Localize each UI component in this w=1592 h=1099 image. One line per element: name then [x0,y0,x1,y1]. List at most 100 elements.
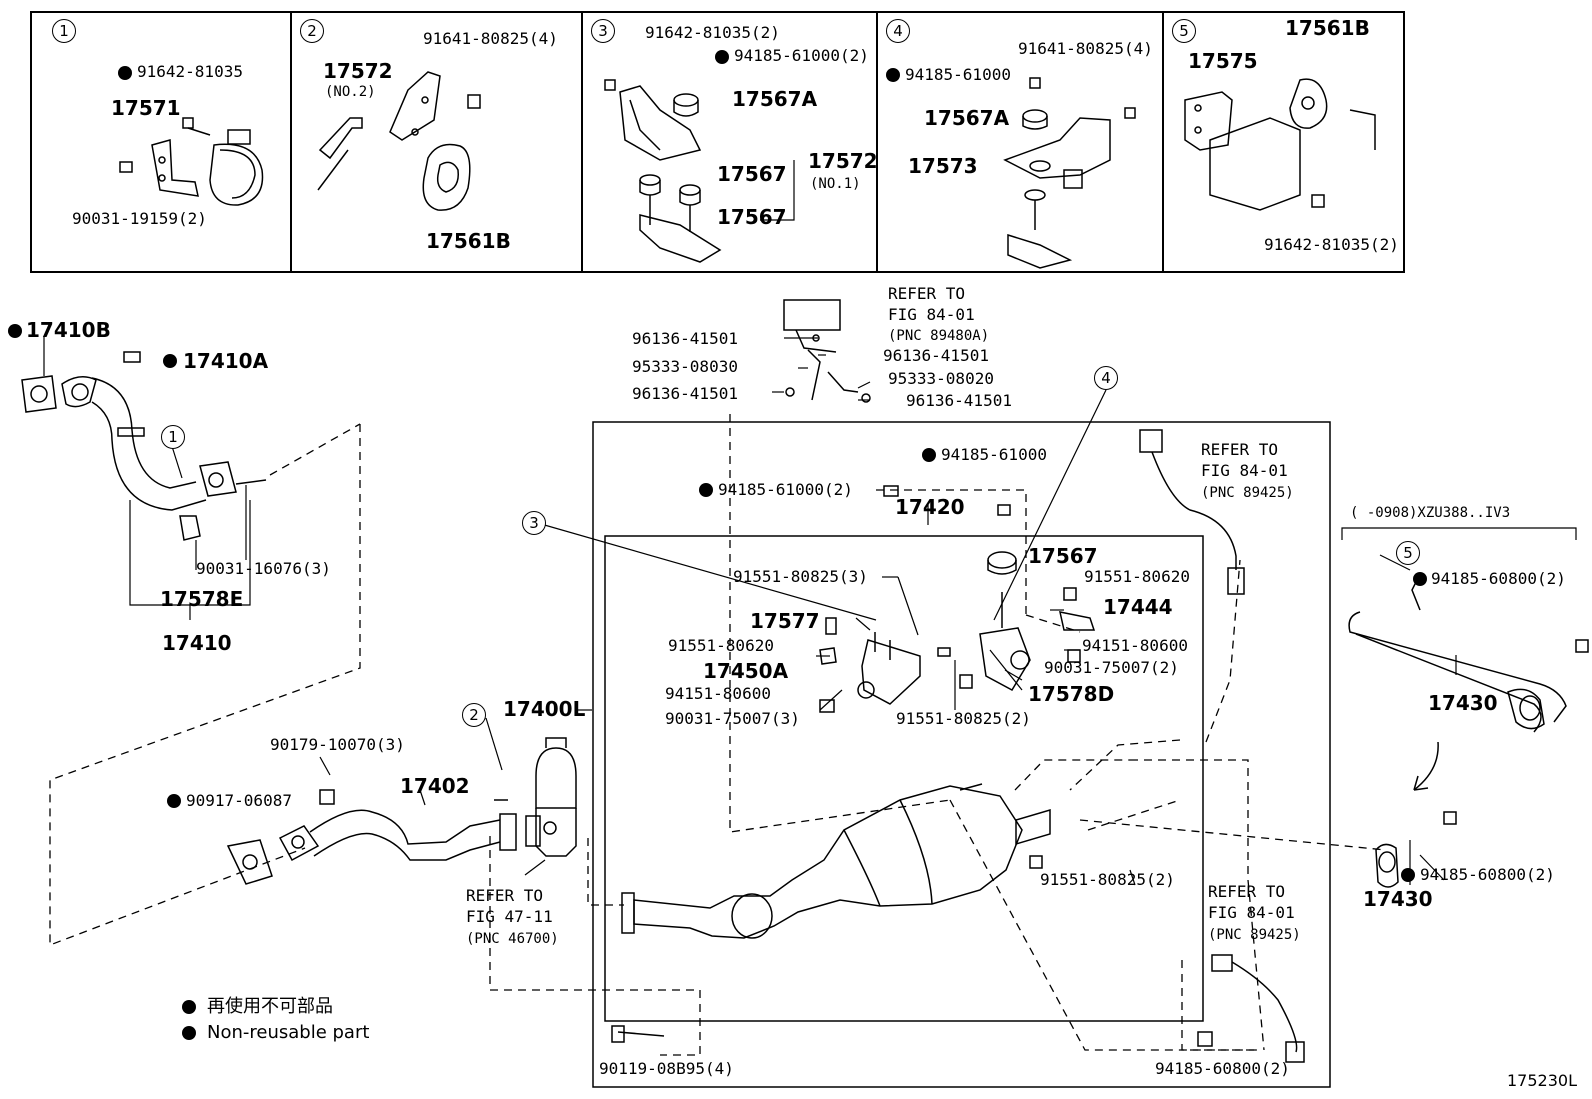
part-label: 17567 [1028,544,1098,568]
inset-number-2: 2 [300,19,324,43]
inset4-parts [1003,77,1136,269]
part-label: 90031-19159(2) [72,209,207,228]
part-label: 90031-75007(2) [1044,658,1179,677]
part-label: 91551-80825(2) [1040,870,1175,889]
oxygen-sensor-upper [1139,429,1245,595]
ref-note: REFER TO [888,284,966,303]
part-label: 17572 [808,149,878,173]
part-label: 17410 [162,631,232,655]
part-label: 95333-08030 [632,357,738,376]
oxygen-sensor-lower [1211,954,1305,1063]
inset-number-1: 1 [52,19,76,43]
legend-japanese: 再使用不可部品 [207,996,333,1017]
inset2-parts [317,71,481,211]
part-label: 90119-08B95(4) [599,1059,734,1078]
sensor-upper [783,299,871,403]
inset3-parts [604,79,722,263]
part-label: 91551-80620 [668,636,774,655]
part-label: (NO.2) [325,84,376,100]
part-label: 91642-81035 [137,62,243,81]
part-label: 17561B [426,229,511,253]
leader-lines [43,160,1577,886]
part-label: 96136-41501 [906,391,1012,410]
center-bracket-parts [819,485,1096,713]
part-label: 96136-41501 [632,329,738,348]
part-label: 17410A [183,349,269,373]
part-label: 17573 [908,154,978,178]
ref-note: (PNC 89480A) [888,328,990,344]
callout-1: 1 [161,425,185,449]
ref-note: (PNC 89425) [1208,927,1301,943]
part-label: 17450A [703,659,789,683]
part-label: 17567 [717,162,787,186]
part-label: 94151-80600 [1082,636,1188,655]
part-label: 17577 [750,609,820,633]
diagram-id: 175230L [1507,1071,1577,1090]
callout-5: 5 [1396,541,1420,565]
part-label: 17567 [717,205,787,229]
part-label: 17400L [503,697,586,721]
part-label: 17571 [111,96,181,120]
part-label: 17410B [26,318,111,342]
ref-note: FIG 47-11 [466,907,553,926]
inset1-parts [119,117,264,206]
ref-note: REFER TO [1208,882,1286,901]
part-label: 96136-41501 [632,384,738,403]
part-label: 17561B [1285,16,1370,40]
part-label: 96136-41501 [883,346,989,365]
legend-english: Non-reusable part [207,1022,370,1043]
ref-note: FIG 84-01 [888,305,975,324]
part-label: 17567A [924,106,1010,130]
part-label: 17578E [160,587,244,611]
intermediate-pipe-17402 [226,789,517,885]
part-label: 17567A [732,87,818,111]
part-label: 17578D [1028,682,1115,706]
ref-note: FIG 84-01 [1208,903,1295,922]
part-label: 91642-81035(2) [645,23,780,42]
part-label: 95333-08020 [888,369,994,388]
part-label: (NO.1) [810,176,861,192]
tail-pipe-17430 [1348,577,1589,888]
dashed-lines [49,414,1387,1056]
exhaust-brake-actuator [525,737,577,857]
inset-number-4: 4 [886,19,910,43]
ref-note: (PNC 89425) [1201,485,1294,501]
callout-2: 2 [462,703,486,727]
inset-frames [30,11,1405,273]
ref-note: REFER TO [1201,440,1279,459]
part-label: 94185-60800(2) [1155,1059,1290,1078]
part-label: 17420 [895,495,965,519]
part-label: 90917-06087 [186,791,292,810]
part-label: 91551-80825(2) [896,709,1031,728]
part-label: 91642-81035(2) [1264,235,1399,254]
part-label: 94151-80600 [665,684,771,703]
part-label: 17402 [400,774,470,798]
part-label: 90179-10070(3) [270,735,405,754]
part-label: 94185-61000(2) [734,46,869,65]
part-label: 90031-75007(3) [665,709,800,728]
part-label: 94185-60800(2) [1431,569,1566,588]
non-reusable-marks [8,50,1427,1040]
inset5-parts [1184,78,1376,211]
part-label: 94185-61000(2) [718,480,853,499]
ref-note: REFER TO [466,886,544,905]
ref-note: FIG 84-01 [1201,461,1288,480]
part-label: 17430 [1428,691,1498,715]
misc-fasteners [611,855,1213,1047]
part-label: 94185-61000 [905,65,1011,84]
part-label: 17572 [323,59,393,83]
part-label: 17444 [1103,595,1173,619]
inset-number-5: 5 [1172,19,1196,43]
model-range-label: ( -0908)XZU388..IV3 [1350,505,1511,521]
inset-number-3: 3 [591,19,615,43]
callout-4: 4 [1094,366,1118,390]
part-label: 17575 [1188,49,1258,73]
front-pipe-17410 [21,351,267,541]
ref-note: (PNC 46700) [466,931,559,947]
part-label: 91641-80825(4) [1018,39,1153,58]
part-label: 91641-80825(4) [423,29,558,48]
part-label: 17430 [1363,887,1433,911]
part-label: 91551-80620 [1084,567,1190,586]
catalytic-converter [621,783,1051,939]
